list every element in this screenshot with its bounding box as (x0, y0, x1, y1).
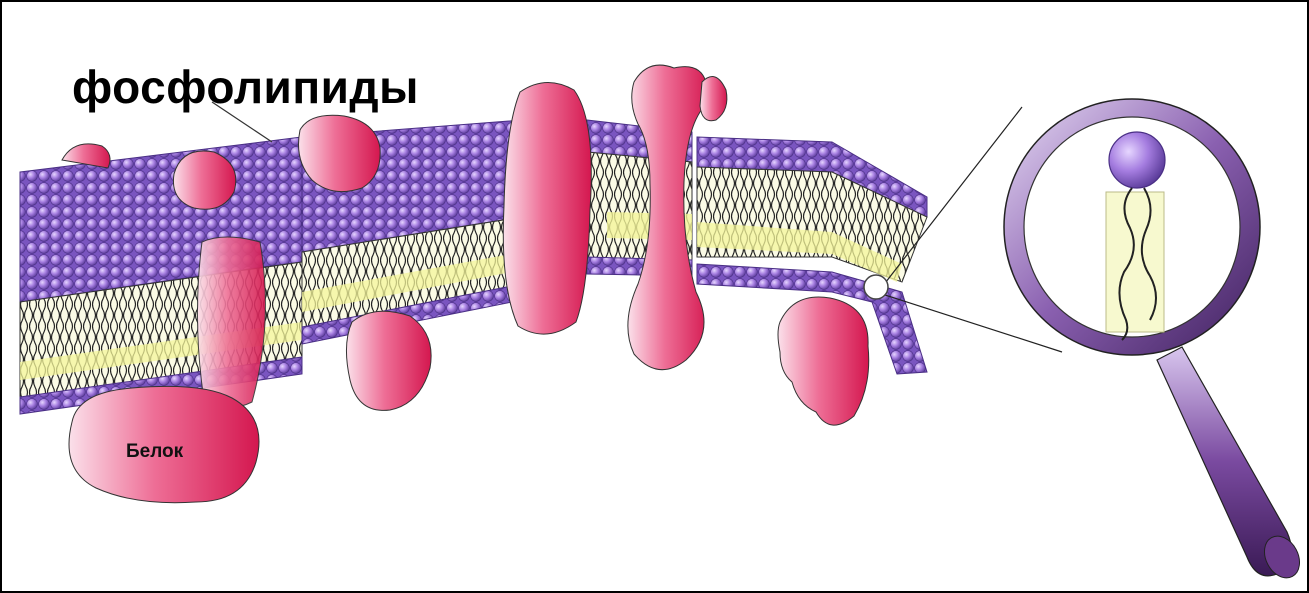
protein-bottom-mid (346, 311, 431, 410)
protein-channel-left (197, 237, 265, 408)
protein-tall-center (503, 82, 591, 334)
phospholipids-label: фосфолипиды (72, 60, 419, 114)
protein-bottom-right (778, 297, 869, 425)
phospholipid-molecule-icon (1106, 132, 1165, 340)
protein-top-left (62, 144, 110, 168)
protein-label: Белок (126, 441, 183, 463)
protein-top-small (173, 151, 235, 209)
protein-right-small (700, 77, 727, 121)
magnifier-icon (864, 99, 1306, 584)
